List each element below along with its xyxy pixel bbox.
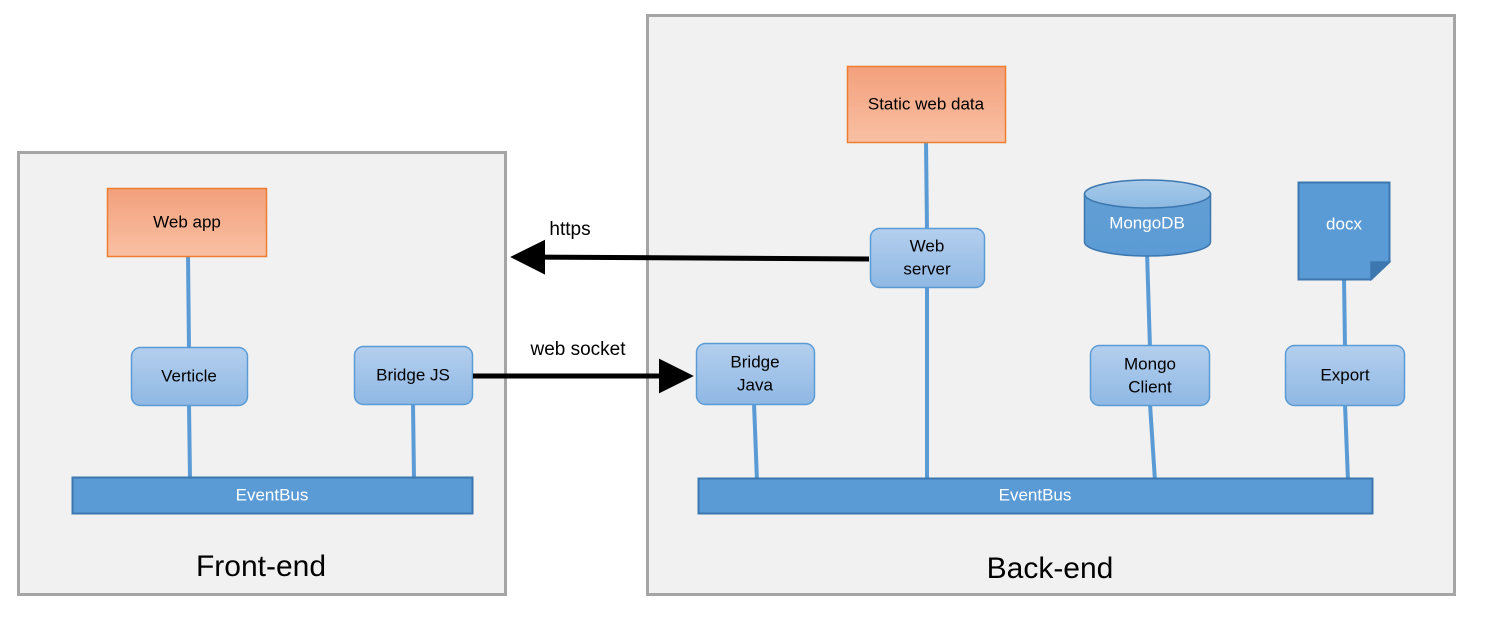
flow-https-label: https (549, 219, 590, 240)
node-verticle-shape[interactable] (130, 346, 249, 407)
node-docx-folded-corner-icon (1370, 261, 1392, 282)
connector-bridge-js-eventbus (411, 402, 416, 481)
node-static-web-data-shape[interactable] (846, 65, 1007, 144)
connector-bridge-java-eventbus (752, 402, 759, 482)
node-static-web-data-label: Static web data (868, 94, 985, 113)
node-eventbus-frontend-shape[interactable] (71, 476, 474, 515)
panel-backend-title: Back-end (987, 552, 1114, 585)
flow-web-socket-label: web socket (529, 339, 626, 360)
flow-web-socket: web socket (473, 339, 694, 394)
flow-https-arrow (510, 239, 870, 275)
node-verticle[interactable]: Verticle (130, 346, 249, 407)
node-mongodb-cylinder-cap (1083, 179, 1212, 209)
node-bridge-js[interactable]: Bridge JS (353, 345, 474, 406)
connector-verticle-eventbus (187, 403, 192, 481)
node-static-web-data[interactable]: Static web data (846, 65, 1007, 144)
connector-mongodb-mongo-client (1145, 251, 1152, 349)
connector-static-web-data-web-server (924, 140, 929, 232)
node-eventbus-frontend[interactable]: EventBus (71, 476, 474, 515)
node-docx-label: docx (1326, 214, 1362, 233)
node-web-app-shape[interactable] (106, 187, 268, 258)
node-mongo-client-label-line2: Client (1128, 377, 1172, 396)
node-web-server-label-line2: server (903, 259, 951, 278)
panel-frontend-title: Front-end (196, 550, 326, 583)
node-bridge-java-label-line2: Java (737, 375, 773, 394)
connector-web-app-verticle (186, 254, 191, 351)
node-mongodb-cylinder-body[interactable] (1083, 193, 1212, 257)
node-web-app-label: Web app (153, 212, 221, 231)
node-mongodb[interactable]: MongoDB (1083, 179, 1212, 257)
node-bridge-java-shape[interactable] (695, 342, 816, 406)
node-export-label: Export (1320, 365, 1369, 384)
connectors-layer (186, 140, 1350, 482)
node-export[interactable]: Export (1284, 344, 1406, 407)
connector-docx-export (1342, 277, 1347, 349)
node-mongo-client-label-line1: Mongo (1124, 354, 1176, 373)
node-eventbus-backend[interactable]: EventBus (697, 477, 1374, 515)
node-bridge-java-label-line1: Bridge (730, 352, 779, 371)
flow-https: https (510, 219, 870, 275)
node-web-app[interactable]: Web app (106, 187, 268, 258)
node-eventbus-frontend-label: EventBus (236, 485, 309, 504)
node-eventbus-backend-shape[interactable] (697, 477, 1374, 515)
node-bridge-js-shape[interactable] (353, 345, 474, 406)
node-web-server[interactable]: Web server (869, 227, 986, 289)
connector-export-eventbus (1343, 403, 1350, 482)
connector-mongo-client-eventbus (1148, 403, 1157, 482)
node-docx[interactable]: docx (1297, 181, 1392, 282)
node-verticle-label: Verticle (161, 366, 217, 385)
node-web-server-shape[interactable] (869, 227, 986, 289)
node-web-server-label-line1: Web (910, 236, 945, 255)
node-bridge-js-label: Bridge JS (376, 365, 450, 384)
node-mongodb-label: MongoDB (1109, 213, 1185, 232)
node-eventbus-backend-label: EventBus (999, 485, 1072, 504)
node-mongo-client-shape[interactable] (1089, 344, 1211, 407)
node-mongo-client[interactable]: Mongo Client (1089, 344, 1211, 407)
node-export-shape[interactable] (1284, 344, 1406, 407)
node-bridge-java[interactable]: Bridge Java (695, 342, 816, 406)
